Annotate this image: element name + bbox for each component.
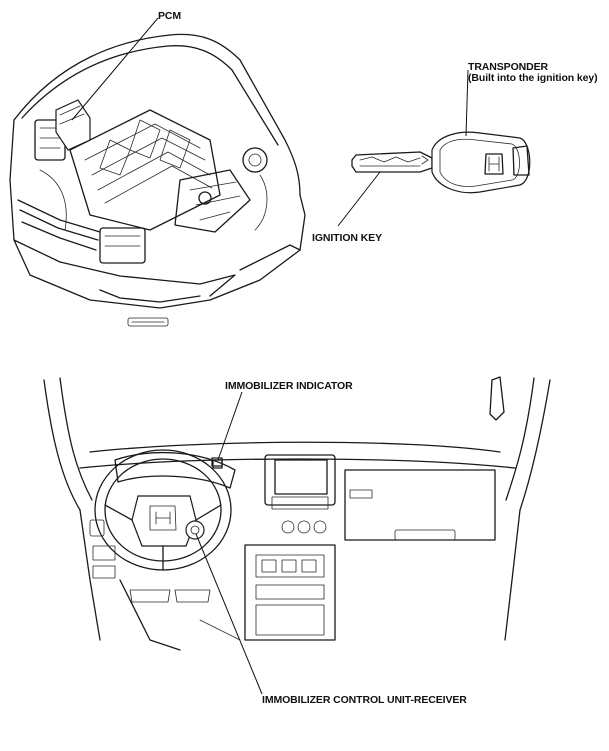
- control-unit-leader-line: [195, 533, 263, 695]
- engine-bay-illustration: [9, 33, 306, 327]
- pcm-leader-line: [71, 17, 159, 121]
- ignition-key-illustration: [351, 131, 531, 194]
- ignition-key-label: IGNITION KEY: [312, 232, 382, 244]
- ignition-key-leader-line: [337, 171, 381, 227]
- dashboard-illustration: [43, 376, 551, 651]
- transponder-leader-line: [465, 69, 469, 137]
- immobilizer-indicator-leader-line: [217, 391, 243, 461]
- transponder-label: TRANSPONDER: [468, 61, 548, 73]
- immobilizer-control-unit-label: IMMOBILIZER CONTROL UNIT-RECEIVER: [262, 694, 467, 706]
- transponder-sub-label: (Built into the ignition key): [468, 72, 598, 84]
- pcm-label: PCM: [158, 10, 182, 22]
- immobilizer-indicator-label: IMMOBILIZER INDICATOR: [225, 380, 353, 392]
